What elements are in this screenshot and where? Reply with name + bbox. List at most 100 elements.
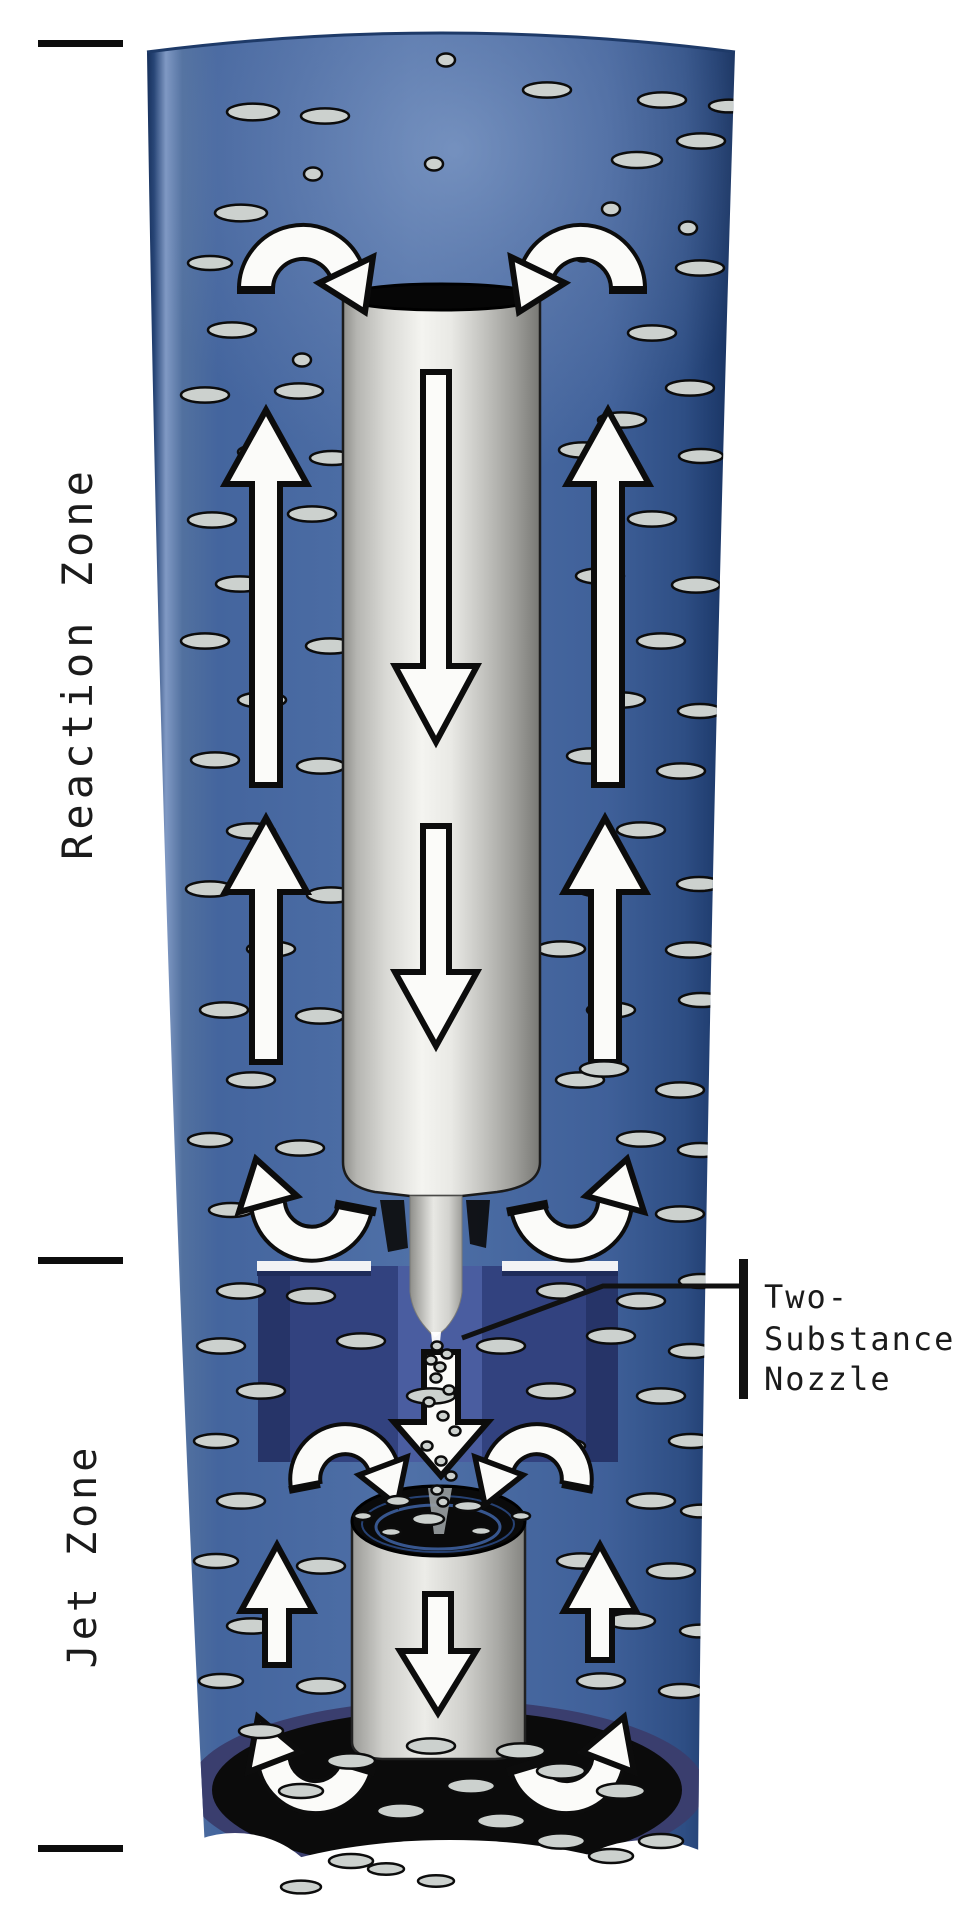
bubble	[667, 1342, 715, 1360]
circulation-arch-arrow-right	[507, 222, 647, 317]
bubble	[420, 1440, 434, 1452]
bubble	[375, 1802, 427, 1820]
bubble	[436, 1410, 450, 1422]
bubble	[430, 1340, 444, 1352]
bubble	[657, 1682, 705, 1700]
bubble	[637, 1832, 685, 1850]
vessel-top-rim	[146, 31, 736, 54]
reaction-zone-flow-arrows	[219, 369, 655, 1065]
bubble	[192, 1552, 240, 1570]
bubble	[424, 1354, 438, 1366]
bottom-plate-group	[189, 1700, 705, 1876]
bubble	[335, 1332, 387, 1350]
jet-zone-flow-arrows	[235, 1538, 642, 1719]
bubble	[585, 1327, 637, 1345]
upflow-arrow-left-2	[219, 811, 313, 1065]
bubble	[679, 1503, 723, 1519]
bubble	[206, 321, 258, 339]
downflow-arrow-2	[389, 823, 483, 1053]
bubble	[277, 1782, 325, 1800]
bubble	[384, 1494, 412, 1508]
bubble	[192, 1432, 240, 1450]
entrainment-arch-arrow-right	[471, 1422, 594, 1510]
bubble	[225, 102, 281, 122]
bubble	[434, 1455, 448, 1467]
downflow-arrow-3	[394, 1591, 482, 1719]
bubble	[179, 632, 231, 650]
upflow-arrow-right-1	[561, 403, 655, 788]
nozzle-callout: Two- Substance Nozzle	[461, 1259, 955, 1399]
bubble	[610, 150, 664, 170]
bubble	[654, 1205, 706, 1223]
bubble	[678, 1623, 722, 1639]
nozzle-shadow-left	[380, 1200, 408, 1252]
nozzle-needle	[409, 1195, 463, 1339]
bubble	[495, 1742, 547, 1760]
bubble	[433, 1361, 447, 1373]
bubble	[444, 1470, 458, 1482]
bubble	[615, 1130, 667, 1148]
bubble	[676, 702, 724, 720]
nozzle-label-line1: Two-	[764, 1278, 849, 1316]
bubble	[664, 941, 716, 959]
bubble	[595, 1782, 647, 1800]
bubble	[225, 1071, 277, 1089]
bubble	[422, 1396, 436, 1408]
bubble	[186, 1131, 234, 1149]
bubble	[215, 1282, 267, 1300]
uturn-arrow-left	[234, 1153, 377, 1263]
bubble	[197, 1672, 245, 1690]
bottom-plate	[212, 1710, 682, 1870]
bubble	[235, 1382, 287, 1400]
tube-bottom-uturn-arrows	[234, 1153, 649, 1263]
draft-tube-opening	[341, 282, 542, 312]
bubble	[237, 1722, 285, 1740]
nozzle-label-line3: Nozzle	[764, 1360, 892, 1398]
bubbles-foreground	[237, 1060, 685, 1895]
entrainment-arch-arrow-left	[288, 1422, 411, 1510]
uturn-arrow-right	[506, 1153, 649, 1263]
bubble	[295, 1677, 347, 1695]
bubble	[676, 1141, 724, 1159]
bubble	[179, 386, 231, 404]
bubble	[677, 447, 725, 465]
nozzle-label-line2: Substance	[764, 1320, 955, 1358]
jet-zone-label: Jet Zone	[60, 1444, 106, 1669]
bubble	[475, 1812, 527, 1830]
bubble	[274, 1139, 326, 1157]
bubble	[452, 1499, 484, 1513]
bubble	[435, 52, 457, 68]
downflow-arrow-1	[389, 369, 483, 749]
bubble	[670, 576, 722, 594]
bubble	[325, 1752, 377, 1770]
bubble	[189, 751, 241, 769]
bubble	[675, 132, 727, 150]
bubble	[587, 1847, 635, 1865]
bubble	[327, 1852, 375, 1870]
bubble	[475, 1337, 527, 1355]
bubble	[430, 1484, 444, 1496]
top-circulation-arrows	[237, 222, 647, 317]
bottom-uturn-arrow-right	[505, 1711, 638, 1816]
bubble	[213, 203, 269, 223]
upflow-arrow-left-3	[235, 1538, 319, 1668]
scale-tick-middle	[38, 1257, 123, 1264]
scale-tick-top	[38, 40, 123, 47]
bubble	[707, 98, 735, 114]
bubble	[299, 107, 351, 125]
bubble	[186, 511, 238, 529]
bubble	[575, 1672, 627, 1690]
bubble	[469, 1525, 493, 1537]
bubble	[677, 991, 725, 1009]
bubble	[279, 1879, 323, 1895]
bubble	[215, 1492, 267, 1510]
bubble	[600, 201, 622, 217]
bubble	[302, 166, 324, 182]
bubble	[664, 379, 716, 397]
bubble	[645, 1562, 697, 1580]
bubble	[445, 1777, 497, 1795]
housing-flange-left	[257, 1261, 371, 1271]
bubble	[295, 1557, 347, 1575]
bubble	[674, 259, 726, 277]
